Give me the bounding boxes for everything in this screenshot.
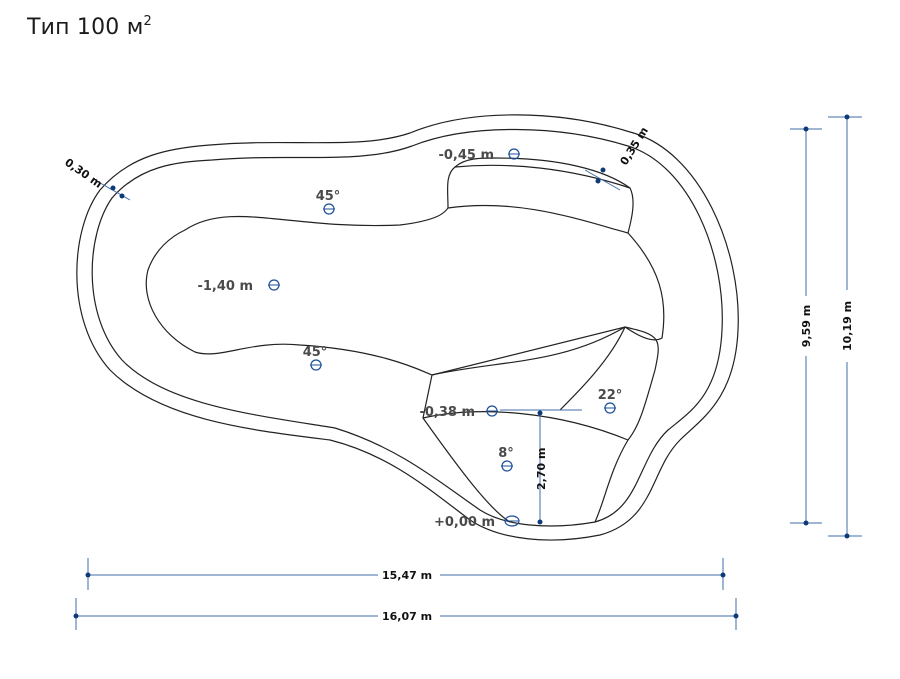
title-text: Тип 100 м bbox=[27, 15, 144, 40]
dim-outer-length: 16,07 m bbox=[382, 610, 432, 623]
slope-label-bottom: 45° bbox=[303, 345, 328, 360]
depth-label-deep: -1,40 m bbox=[197, 279, 253, 294]
depth-label-shelf: -0,45 m bbox=[438, 148, 494, 163]
depth-marker-shelf bbox=[508, 148, 520, 160]
step-dimension bbox=[500, 409, 582, 525]
dim-outer-width: 10,19 m bbox=[841, 301, 854, 351]
slope-marker-entry bbox=[501, 460, 513, 472]
slope-label-entry: 8° bbox=[498, 446, 514, 461]
dim-outer-length-line bbox=[73, 598, 739, 630]
depth-label-step: -0,38 m bbox=[419, 405, 475, 420]
page-title: Тип 100 м2 bbox=[27, 14, 152, 40]
title-superscript: 2 bbox=[143, 14, 152, 29]
slope-marker-top bbox=[323, 203, 335, 215]
entry-slope-line bbox=[422, 411, 629, 441]
dim-edge-right: 0,35 m bbox=[618, 125, 652, 168]
slope-label-top: 45° bbox=[316, 189, 341, 204]
dim-step-length: 2,70 m bbox=[535, 448, 548, 490]
dim-inner-width: 9,59 m bbox=[800, 305, 813, 347]
dim-outer-width-line bbox=[828, 114, 862, 539]
dim-edge-left: 0,30 m bbox=[62, 156, 104, 191]
pool-deep-basin bbox=[145, 204, 665, 376]
depth-marker-deep bbox=[268, 279, 280, 291]
dim-inner-length: 15,47 m bbox=[382, 569, 432, 582]
slope-label-right: 22° bbox=[598, 388, 623, 403]
pool-outer-edge bbox=[76, 114, 739, 541]
edge-marker-left bbox=[94, 179, 131, 201]
depth-label-entry: +0,00 m bbox=[434, 515, 495, 530]
entry-beach-area bbox=[431, 326, 659, 523]
slope-marker-right bbox=[604, 402, 616, 414]
side-slope-line bbox=[559, 326, 626, 411]
depth-marker-entry bbox=[504, 515, 520, 527]
depth-marker-step bbox=[486, 405, 498, 417]
edge-marker-right bbox=[584, 167, 621, 191]
entry-step-line bbox=[422, 374, 511, 523]
slope-marker-bottom bbox=[310, 359, 322, 371]
dim-inner-length-line bbox=[85, 558, 726, 590]
dim-inner-width-line bbox=[790, 126, 822, 526]
shelf-step bbox=[446, 164, 634, 234]
pool-coping-edge bbox=[91, 128, 723, 527]
